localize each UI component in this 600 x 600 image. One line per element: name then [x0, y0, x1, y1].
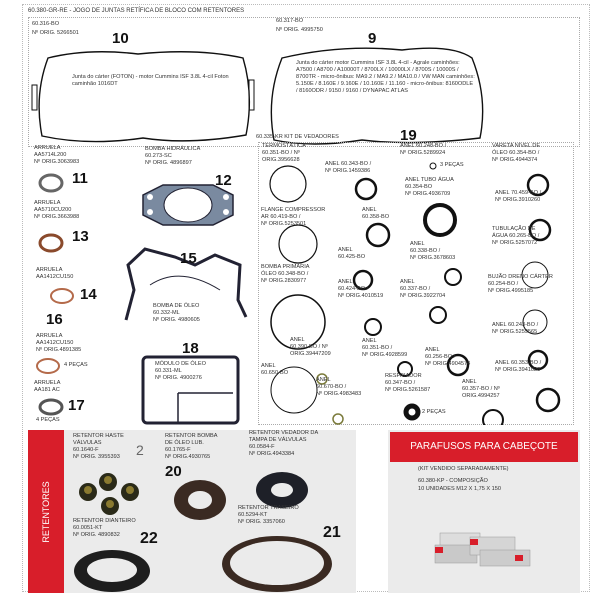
seal-kit-number: 19: [400, 127, 417, 144]
seal-cooler-qty: 2 PEÇAS: [422, 409, 446, 415]
seal-60-338: ANEL 60.338-BO / Nº ORIG.3678603: [410, 241, 456, 261]
head-bolts-description: 10 UNIDADES M12 X 1,75 X 150: [418, 486, 502, 492]
seal-60-425: ANEL 60.425-BO: [338, 247, 366, 260]
seal-2-number: 2: [136, 442, 144, 458]
gasket-10-orig: Nº ORIG. 5266501: [32, 30, 79, 36]
seal-compressor-flange: FLANGE COMPRESSOR AR 60.419-BO / Nº ORIG…: [261, 207, 326, 227]
seal-60-357: ANEL 60.357-BO / Nº ORIG.4994257: [462, 379, 500, 399]
gasket-9-number: 9: [368, 30, 377, 47]
washer-11-label: ARRUELA AA5714L200 Nº ORIG.3063983: [34, 145, 80, 165]
hydraulic-pump-label: BOMBA HIDRÁULICA 60.273-SC Nº ORIG. 4896…: [145, 146, 201, 166]
seal-60-358: ANEL 60.358-BO: [362, 207, 390, 220]
front-seal-image: [74, 550, 150, 592]
seal-60-351: ANEL 60.351-BO / Nº ORIG.4928599: [362, 338, 408, 358]
gasket-15-number: 15: [180, 250, 197, 267]
hydraulic-pump-gasket-drawing: [142, 184, 234, 226]
seal-60-243: ANEL 60.243-BO / Nº ORIG.5259565: [492, 322, 539, 335]
seal-60-343: ANEL 60.343-BO / Nº ORIG.1459386: [325, 161, 372, 174]
washer-13-label: ARRUELA AA5710CU200 Nº ORIG.3663988: [34, 200, 80, 220]
seal-22-number: 22: [140, 530, 158, 547]
washer-17-icon: [38, 398, 64, 416]
gasket-10-description: Junta do cárter (FOTON) - motor Cummins …: [72, 74, 229, 87]
seal-60-670: ANEL 60.670-BO / Nº ORIG.4983483: [316, 377, 362, 397]
valve-stem-seals-image: [79, 473, 139, 515]
seal-21-number: 21: [323, 524, 341, 541]
washer-13-icon: [38, 233, 64, 253]
oil-pump-label: BOMBA DE ÓLEO 60.332-ML Nº ORIG. 4980605: [153, 303, 200, 323]
seal-60-256: ANEL 60.256-BO / Nº ORIG.4904574: [425, 347, 471, 367]
washer-16-number: 16: [46, 311, 63, 328]
washer-16-label: ARRUELA AA1412CU150 Nº ORIG.4891385: [36, 333, 82, 353]
oil-module-gasket-drawing: [141, 355, 240, 425]
gasket-9-orig: Nº ORIG. 4995750: [276, 27, 323, 33]
oil-pan-gaskets-section: [28, 17, 580, 147]
seal-kit-title: 60.335-KR KIT DE VEDADORES: [256, 134, 339, 140]
seal-60-650: ANEL 60.650-BO: [261, 363, 289, 376]
seal-60-353: ANEL 60.353-BO / Nº ORIG.3941028: [495, 360, 542, 373]
seal-thermostat: TERMOSTÁTICA 60.351-BO / Nº ORIG.3956628: [262, 143, 306, 163]
seal-60-248: ANEL 60.248-BO / Nº ORIG.5289924: [400, 143, 447, 156]
seal-60-248-qty: 3 PEÇAS: [440, 162, 464, 168]
washer-11-icon: [38, 173, 64, 193]
front-seal-label: RETENTOR DIANTEIRO 60.0051-KT Nº ORIG. 4…: [73, 518, 136, 538]
head-bolts-boxes-image: [434, 532, 531, 567]
seal-60-424: ANEL 60.424-BO / Nº ORIG.4010519: [338, 279, 384, 299]
head-bolts-note: (KIT VENDIDO SEPARADAMENTE): [418, 466, 509, 472]
head-bolts-code: 60.380-KP - COMPOSIÇÃO: [418, 478, 488, 484]
seal-20-number: 20: [165, 463, 182, 480]
head-bolts-header: PARAFUSOS PARA CABEÇOTE: [390, 432, 578, 462]
seal-kit-rings-drawing: [269, 162, 561, 425]
valve-cover-seal-label: RETENTOR VEDADOR DA TAMPA DE VÁLVULAS 60…: [249, 430, 319, 457]
oil-pump-seal-image: [174, 480, 226, 520]
seal-oil-pump-primary: BOMBA PRIMÁRIA ÓLEO 60.348-BO / Nº ORIG.…: [261, 264, 310, 284]
retentores-side-label: RETENTORES: [41, 481, 51, 543]
washer-14-label: ARRUELA AA1412CU150: [36, 267, 74, 280]
seal-60-337: ANEL 60.337-BO / Nº ORIG.3922704: [400, 279, 446, 299]
oil-module-label: MÓDULO DE ÓLEO 60.331-ML Nº ORIG. 490027…: [155, 361, 206, 381]
valve-stem-seal-label: RETENTOR HASTE VÁLVULAS 60.1640-F Nº ORI…: [73, 433, 124, 460]
valve-cover-seal-image: [256, 472, 308, 508]
gasket-12-number: 12: [215, 172, 232, 189]
page-title: 60.380-GR-RE - JOGO DE JUNTAS RETÍFICA D…: [28, 8, 245, 14]
washer-17-qty: 4 PEÇAS: [36, 417, 60, 423]
seal-water-tube: ANEL TUBO ÁGUA 60.354-BO Nº ORIG.4936709: [405, 177, 454, 197]
washer-11-number: 11: [72, 170, 88, 187]
oil-pan-gasket-9-drawing: [270, 47, 484, 145]
washer-14-icon: [50, 288, 74, 304]
seal-kit-section: [258, 142, 574, 425]
washer-16-qty: 4 PEÇAS: [64, 362, 88, 368]
seal-60-390: ANEL 60.390-BO / Nº ORIG.39447209: [290, 337, 331, 357]
oil-pump-seal-label: RETENTOR BOMBA DE ÓLEO LUB. 60.1765-F Nº…: [165, 433, 218, 460]
retentores-side-bar: [28, 430, 64, 593]
gasket-10-number: 10: [112, 30, 129, 47]
seal-oil-drain-plug: BUJÃO DRENO CÁRTER 60.254-BO / Nº ORIG.4…: [488, 274, 553, 294]
seal-water-pipe: TUBULAÇÃO DE ÁGUA 60.265-BO / Nº ORIG.52…: [492, 226, 540, 246]
washer-16-icon: [36, 358, 60, 374]
gasket-18-number: 18: [182, 340, 199, 357]
rear-seal-image: [222, 536, 332, 592]
washer-17-label: ARRUELA AA181 AC: [34, 380, 61, 393]
gasket-10-code: 60.316-BO: [32, 21, 60, 27]
gasket-9-code: 60.317-BO: [276, 18, 304, 24]
rear-seal-label: RETENTOR TRASEIRO 60.5294-KT Nº ORIG. 33…: [238, 505, 299, 525]
oil-pump-gasket-drawing: [124, 247, 248, 321]
gasket-9-description: Junta do cárter motor Cummins ISF 3.8L 4…: [296, 60, 475, 94]
seal-cooler: RESFRIADOR 60.347-BO / Nº ORIG.5261587: [385, 373, 431, 393]
washer-14-number: 14: [80, 286, 97, 303]
seal-70-459: ANEL 70.459-BO / Nº ORIG.3910260: [495, 190, 542, 203]
oil-pan-gasket-10-drawing: [31, 51, 255, 143]
washer-13-number: 13: [72, 228, 89, 245]
washer-17-number: 17: [68, 397, 85, 414]
seal-dipstick: VARETA NÍVEL DE ÓLEO 60.354-BO / Nº ORIG…: [492, 143, 541, 163]
